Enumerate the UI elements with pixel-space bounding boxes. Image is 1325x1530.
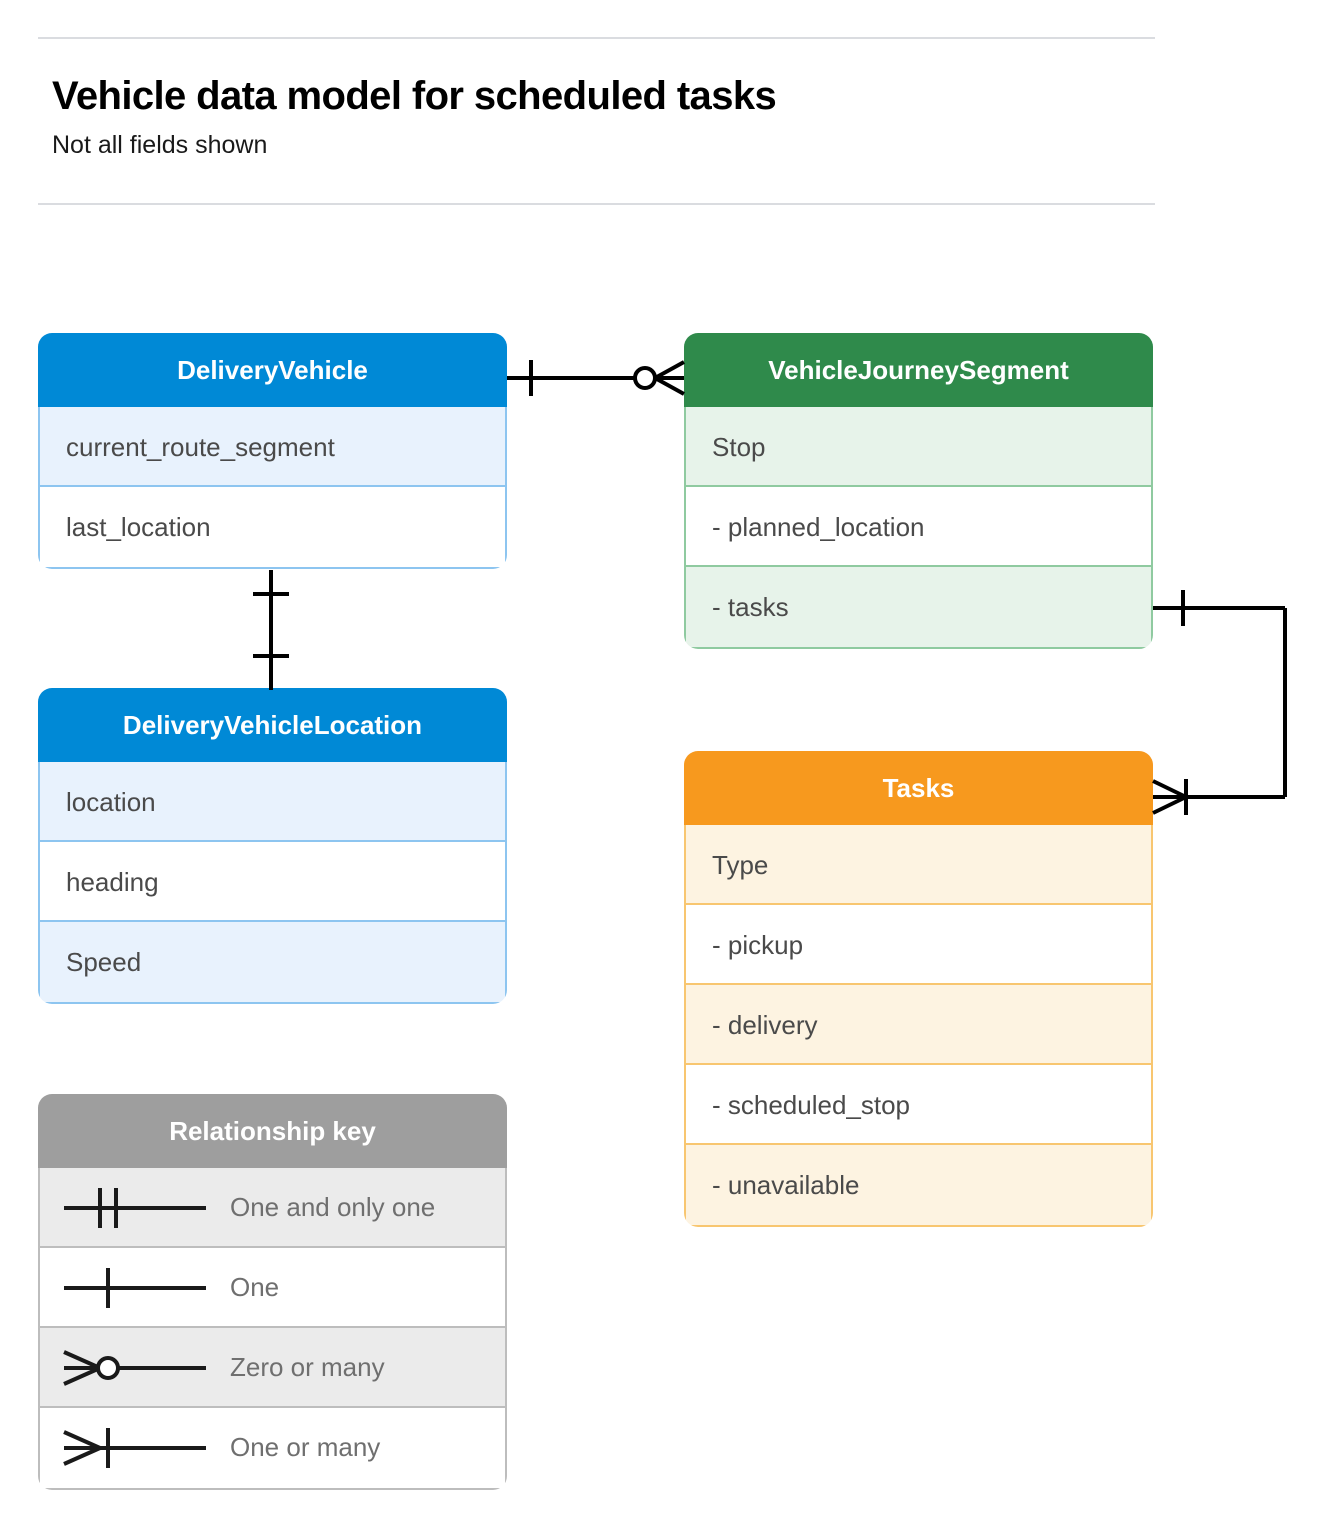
- entity-tasks[interactable]: Tasks Type - pickup - delivery - schedul…: [684, 751, 1153, 1227]
- field-last-location: last_location: [40, 487, 505, 567]
- legend-label-one-or-many: One or many: [230, 1432, 381, 1462]
- one-or-many-icon: [58, 1408, 218, 1488]
- legend-header: Relationship key: [38, 1094, 507, 1168]
- one-and-only-one-icon: [58, 1168, 218, 1246]
- field-pickup: - pickup: [686, 905, 1151, 985]
- entity-header-tasks: Tasks: [684, 751, 1153, 825]
- entity-rows-delivery-vehicle-location: location heading Speed: [38, 762, 507, 1004]
- legend-item-zero-or-many: Zero or many: [40, 1328, 505, 1408]
- field-location: location: [40, 762, 505, 842]
- entity-vehicle-journey-segment[interactable]: VehicleJourneySegment Stop - planned_loc…: [684, 333, 1153, 649]
- field-speed: Speed: [40, 922, 505, 1002]
- legend-rows: One and only one One: [38, 1168, 507, 1490]
- legend-item-one-or-many: One or many: [40, 1408, 505, 1488]
- header-bottom-rule: [38, 203, 1155, 205]
- field-current-route-segment: current_route_segment: [40, 407, 505, 487]
- entity-delivery-vehicle[interactable]: DeliveryVehicle current_route_segment la…: [38, 333, 507, 569]
- entity-rows-delivery-vehicle: current_route_segment last_location: [38, 407, 507, 569]
- connector-journey-segment-to-tasks: [1152, 590, 1287, 815]
- one-icon: [58, 1248, 218, 1326]
- page-subtitle: Not all fields shown: [52, 131, 268, 159]
- field-unavailable: - unavailable: [686, 1145, 1151, 1225]
- legend-label-zero-or-many: Zero or many: [230, 1352, 385, 1382]
- legend-relationship-key: Relationship key One and only one: [38, 1094, 507, 1490]
- legend-label-one: One: [230, 1272, 280, 1302]
- entity-delivery-vehicle-location[interactable]: DeliveryVehicleLocation location heading…: [38, 688, 507, 1004]
- field-planned-location: - planned_location: [686, 487, 1151, 567]
- field-stop: Stop: [686, 407, 1151, 487]
- connector-delivery-vehicle-to-journey-segment: [507, 360, 685, 396]
- legend-label-one-and-only-one: One and only one: [230, 1192, 436, 1222]
- field-scheduled-stop: - scheduled_stop: [686, 1065, 1151, 1145]
- legend-item-one-and-only-one: One and only one: [40, 1168, 505, 1248]
- field-delivery: - delivery: [686, 985, 1151, 1065]
- entity-header-vehicle-journey-segment: VehicleJourneySegment: [684, 333, 1153, 407]
- entity-header-delivery-vehicle-location: DeliveryVehicleLocation: [38, 688, 507, 762]
- entity-rows-vehicle-journey-segment: Stop - planned_location - tasks: [684, 407, 1153, 649]
- header-top-rule: [38, 37, 1155, 39]
- entity-rows-tasks: Type - pickup - delivery - scheduled_sto…: [684, 825, 1153, 1227]
- field-heading: heading: [40, 842, 505, 922]
- connector-delivery-vehicle-to-vehicle-location: [253, 570, 289, 690]
- legend-item-one: One: [40, 1248, 505, 1328]
- field-tasks: - tasks: [686, 567, 1151, 647]
- field-type: Type: [686, 825, 1151, 905]
- entity-header-delivery-vehicle: DeliveryVehicle: [38, 333, 507, 407]
- page-title: Vehicle data model for scheduled tasks: [52, 74, 777, 118]
- zero-or-many-icon: [58, 1328, 218, 1406]
